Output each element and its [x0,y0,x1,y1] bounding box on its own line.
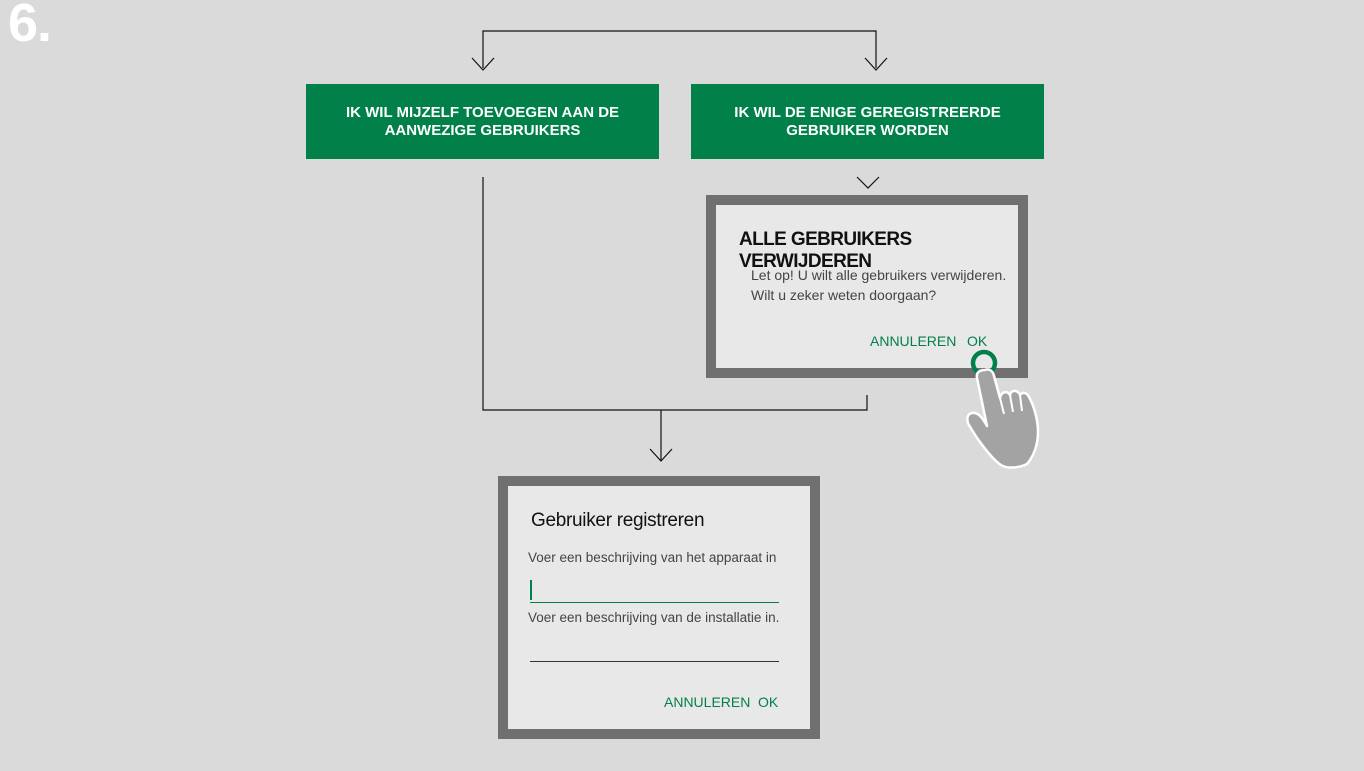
split-connector [482,30,877,68]
step-number: 6. [8,0,52,53]
option-only-registered-user[interactable]: IK WIL DE ENIGE GEREGISTREERDE GEBRUIKER… [691,84,1044,159]
arrow-down-left-option [471,57,495,71]
arrow-down-delete-dialog [856,176,880,189]
device-description-label: Voer een beschrijving van het apparaat i… [528,550,777,565]
delete-cancel-button[interactable]: ANNULEREN [870,333,957,349]
register-dialog-title: Gebruiker registreren [531,510,705,531]
merge-connector [482,177,868,411]
device-input-underline [530,602,779,603]
delete-dialog-message: Let op! U wilt alle gebruikers verwijder… [751,267,1007,303]
option-add-myself[interactable]: IK WIL MIJZELF TOEVOEGEN AAN DE AANWEZIG… [306,84,659,159]
delete-ok-button[interactable]: OK [967,333,988,349]
register-cancel-button[interactable]: ANNULEREN [664,694,751,710]
installation-input-underline [530,661,779,662]
installation-description-label: Voer een beschrijving van de installatie… [528,610,780,625]
delete-dialog-title: ALLE GEBRUIKERS VERWIJDEREN [739,229,912,272]
device-description-input[interactable] [530,572,779,603]
delete-users-dialog: ALLE GEBRUIKERS VERWIJDEREN Let op! U wi… [706,195,1028,378]
installation-description-input[interactable] [530,634,779,664]
arrow-down-register-dialog [649,448,673,462]
arrow-down-right-option [864,57,888,71]
text-cursor [530,580,532,600]
hand-pointer-icon [966,349,1040,469]
register-user-dialog: Gebruiker registreren Voer een beschrijv… [498,476,820,739]
register-ok-button[interactable]: OK [758,694,779,710]
